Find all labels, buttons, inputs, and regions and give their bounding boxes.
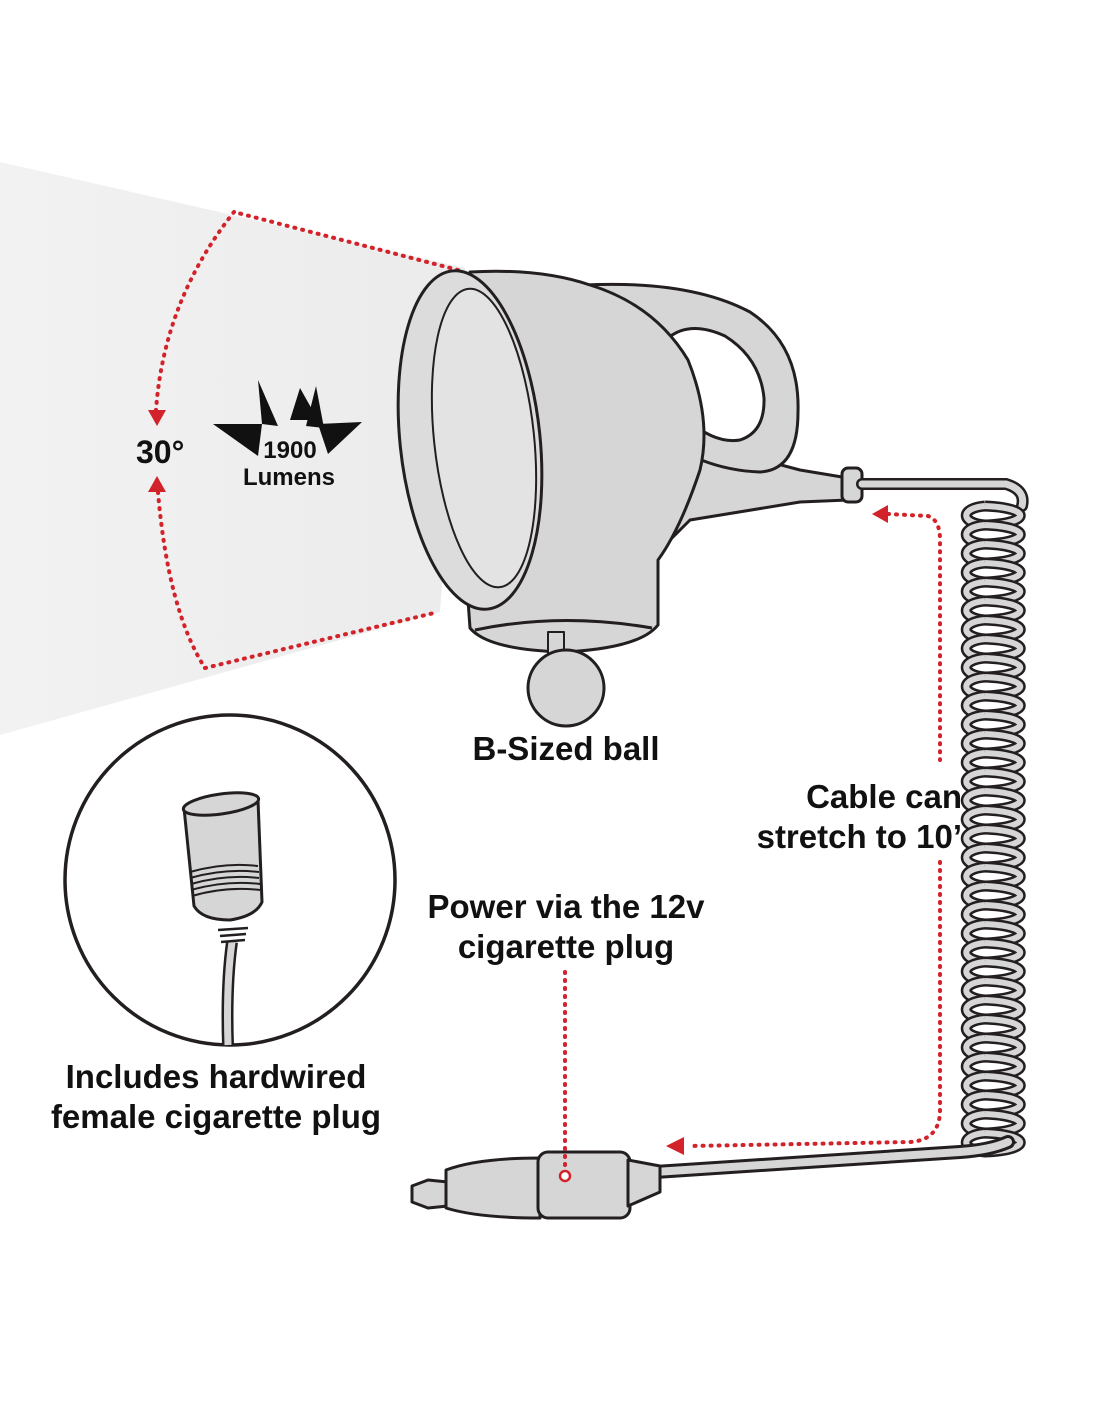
plug-tip bbox=[410, 1178, 450, 1210]
beam-angle-arc bbox=[154, 210, 460, 670]
spotlight bbox=[396, 269, 850, 728]
beam-arc-top-edge bbox=[232, 210, 460, 272]
inset-socket-top bbox=[181, 791, 261, 817]
cable-stretch-label-line2: stretch to 10’ bbox=[757, 818, 962, 855]
power-label-line2: cigarette plug bbox=[458, 928, 674, 965]
cable-stretch-label-line1: Cable can bbox=[806, 778, 962, 815]
lumens-value: 1900 bbox=[263, 437, 316, 464]
inset-female-plug bbox=[63, 713, 397, 1047]
inset-socket-grip bbox=[189, 863, 261, 897]
light-beam bbox=[0, 162, 465, 735]
arrowhead-down-icon bbox=[148, 410, 166, 426]
includes-label-line2: female cigarette plug bbox=[51, 1098, 381, 1135]
starburst-icon bbox=[213, 380, 362, 456]
beam-angle-label: 30° bbox=[136, 434, 184, 470]
includes-label-line1: Includes hardwired bbox=[66, 1058, 367, 1095]
plug-collar bbox=[536, 1150, 632, 1220]
plug-back bbox=[626, 1158, 662, 1208]
power-label-line1: Power via the 12v bbox=[428, 888, 706, 925]
ball-label: B-Sized ball bbox=[472, 730, 659, 767]
mount-ball bbox=[526, 648, 606, 728]
cigarette-plug bbox=[410, 1150, 662, 1220]
plug-shell bbox=[444, 1156, 542, 1220]
arrowhead-left-icon-bottom bbox=[666, 1137, 684, 1155]
lens-face bbox=[430, 287, 538, 589]
coiled-cable bbox=[960, 500, 1026, 1158]
arrowhead-left-icon bbox=[872, 505, 888, 523]
spotlight-base-rim bbox=[474, 619, 653, 632]
plug-callout-dot bbox=[558, 1169, 572, 1183]
beam-arc-lower bbox=[156, 490, 207, 670]
cable-stretch-line bbox=[688, 512, 942, 1148]
inset-strain-relief bbox=[217, 926, 249, 944]
arrowhead-up-icon bbox=[148, 476, 166, 492]
lumens-unit: Lumens bbox=[243, 464, 335, 491]
beam-arc-bottom-edge bbox=[203, 610, 440, 670]
